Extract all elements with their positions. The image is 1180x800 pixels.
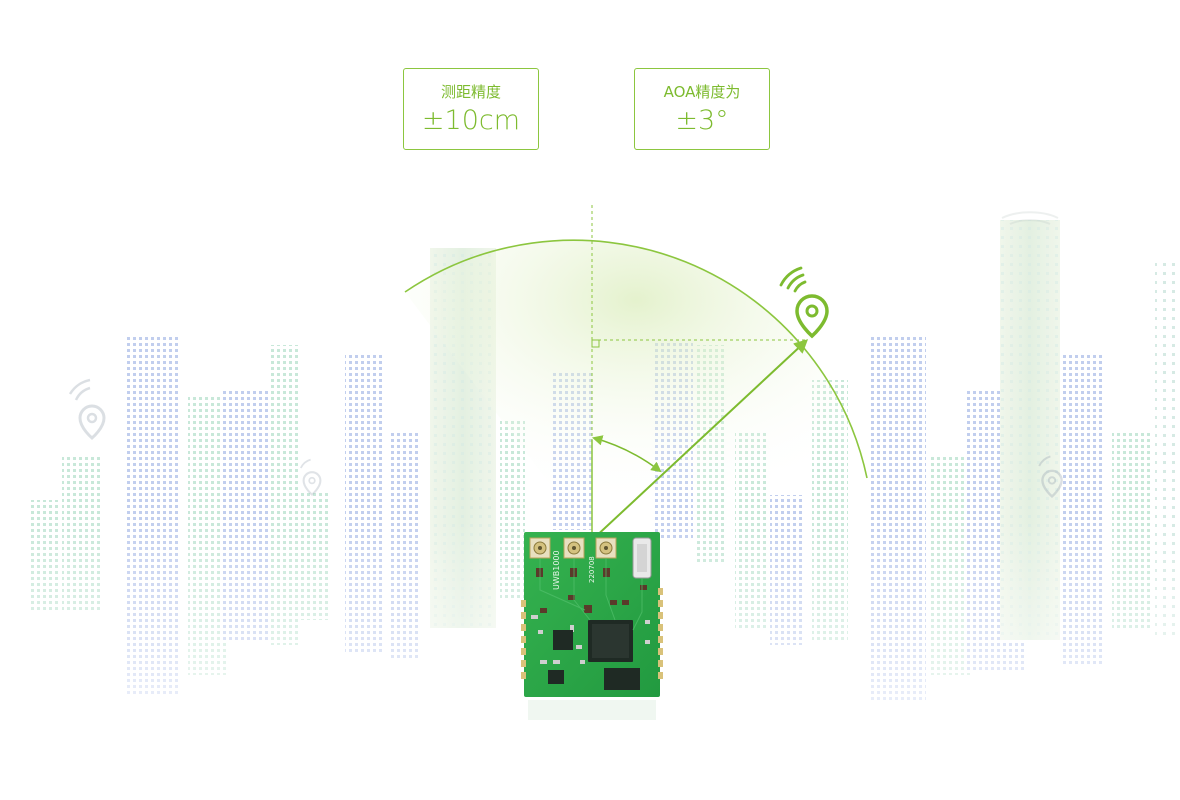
antenna-connector: [563, 537, 585, 559]
coverage-glow: [405, 240, 867, 541]
spec-value: ±3°: [675, 105, 729, 136]
spec-value: ±10cm: [421, 105, 521, 136]
bg-signal-waves-icon: [1001, 211, 1059, 225]
spec-card-range-accuracy: 测距精度 ±10cm: [403, 68, 539, 150]
memory-chip: [604, 668, 640, 690]
coverage-arc: [404, 239, 868, 479]
antenna-connector: [595, 537, 617, 559]
angle-arrow-icon: [591, 435, 662, 473]
uwb-module-board: UWB1000 220708: [521, 532, 663, 720]
right-angle-marker: [591, 339, 600, 348]
antenna-connector: [529, 537, 551, 559]
bg-location-pin-icon: [1038, 455, 1063, 498]
bg-location-pin-icon: [68, 378, 106, 440]
target-location-pin-icon: [795, 294, 829, 339]
bg-location-pin-icon: [300, 458, 322, 496]
spec-label: 测距精度: [440, 83, 501, 101]
spec-label: AOA精度为: [663, 83, 741, 101]
angle-vector: [591, 339, 809, 541]
board-silk-date: 220708: [588, 556, 596, 583]
board-silk-model: UWB1000: [552, 550, 561, 590]
spec-card-aoa-accuracy: AOA精度为 ±3°: [634, 68, 770, 150]
regulator-chip: [548, 670, 564, 684]
secondary-chip: [553, 630, 573, 650]
signal-waves-icon: [779, 266, 807, 293]
